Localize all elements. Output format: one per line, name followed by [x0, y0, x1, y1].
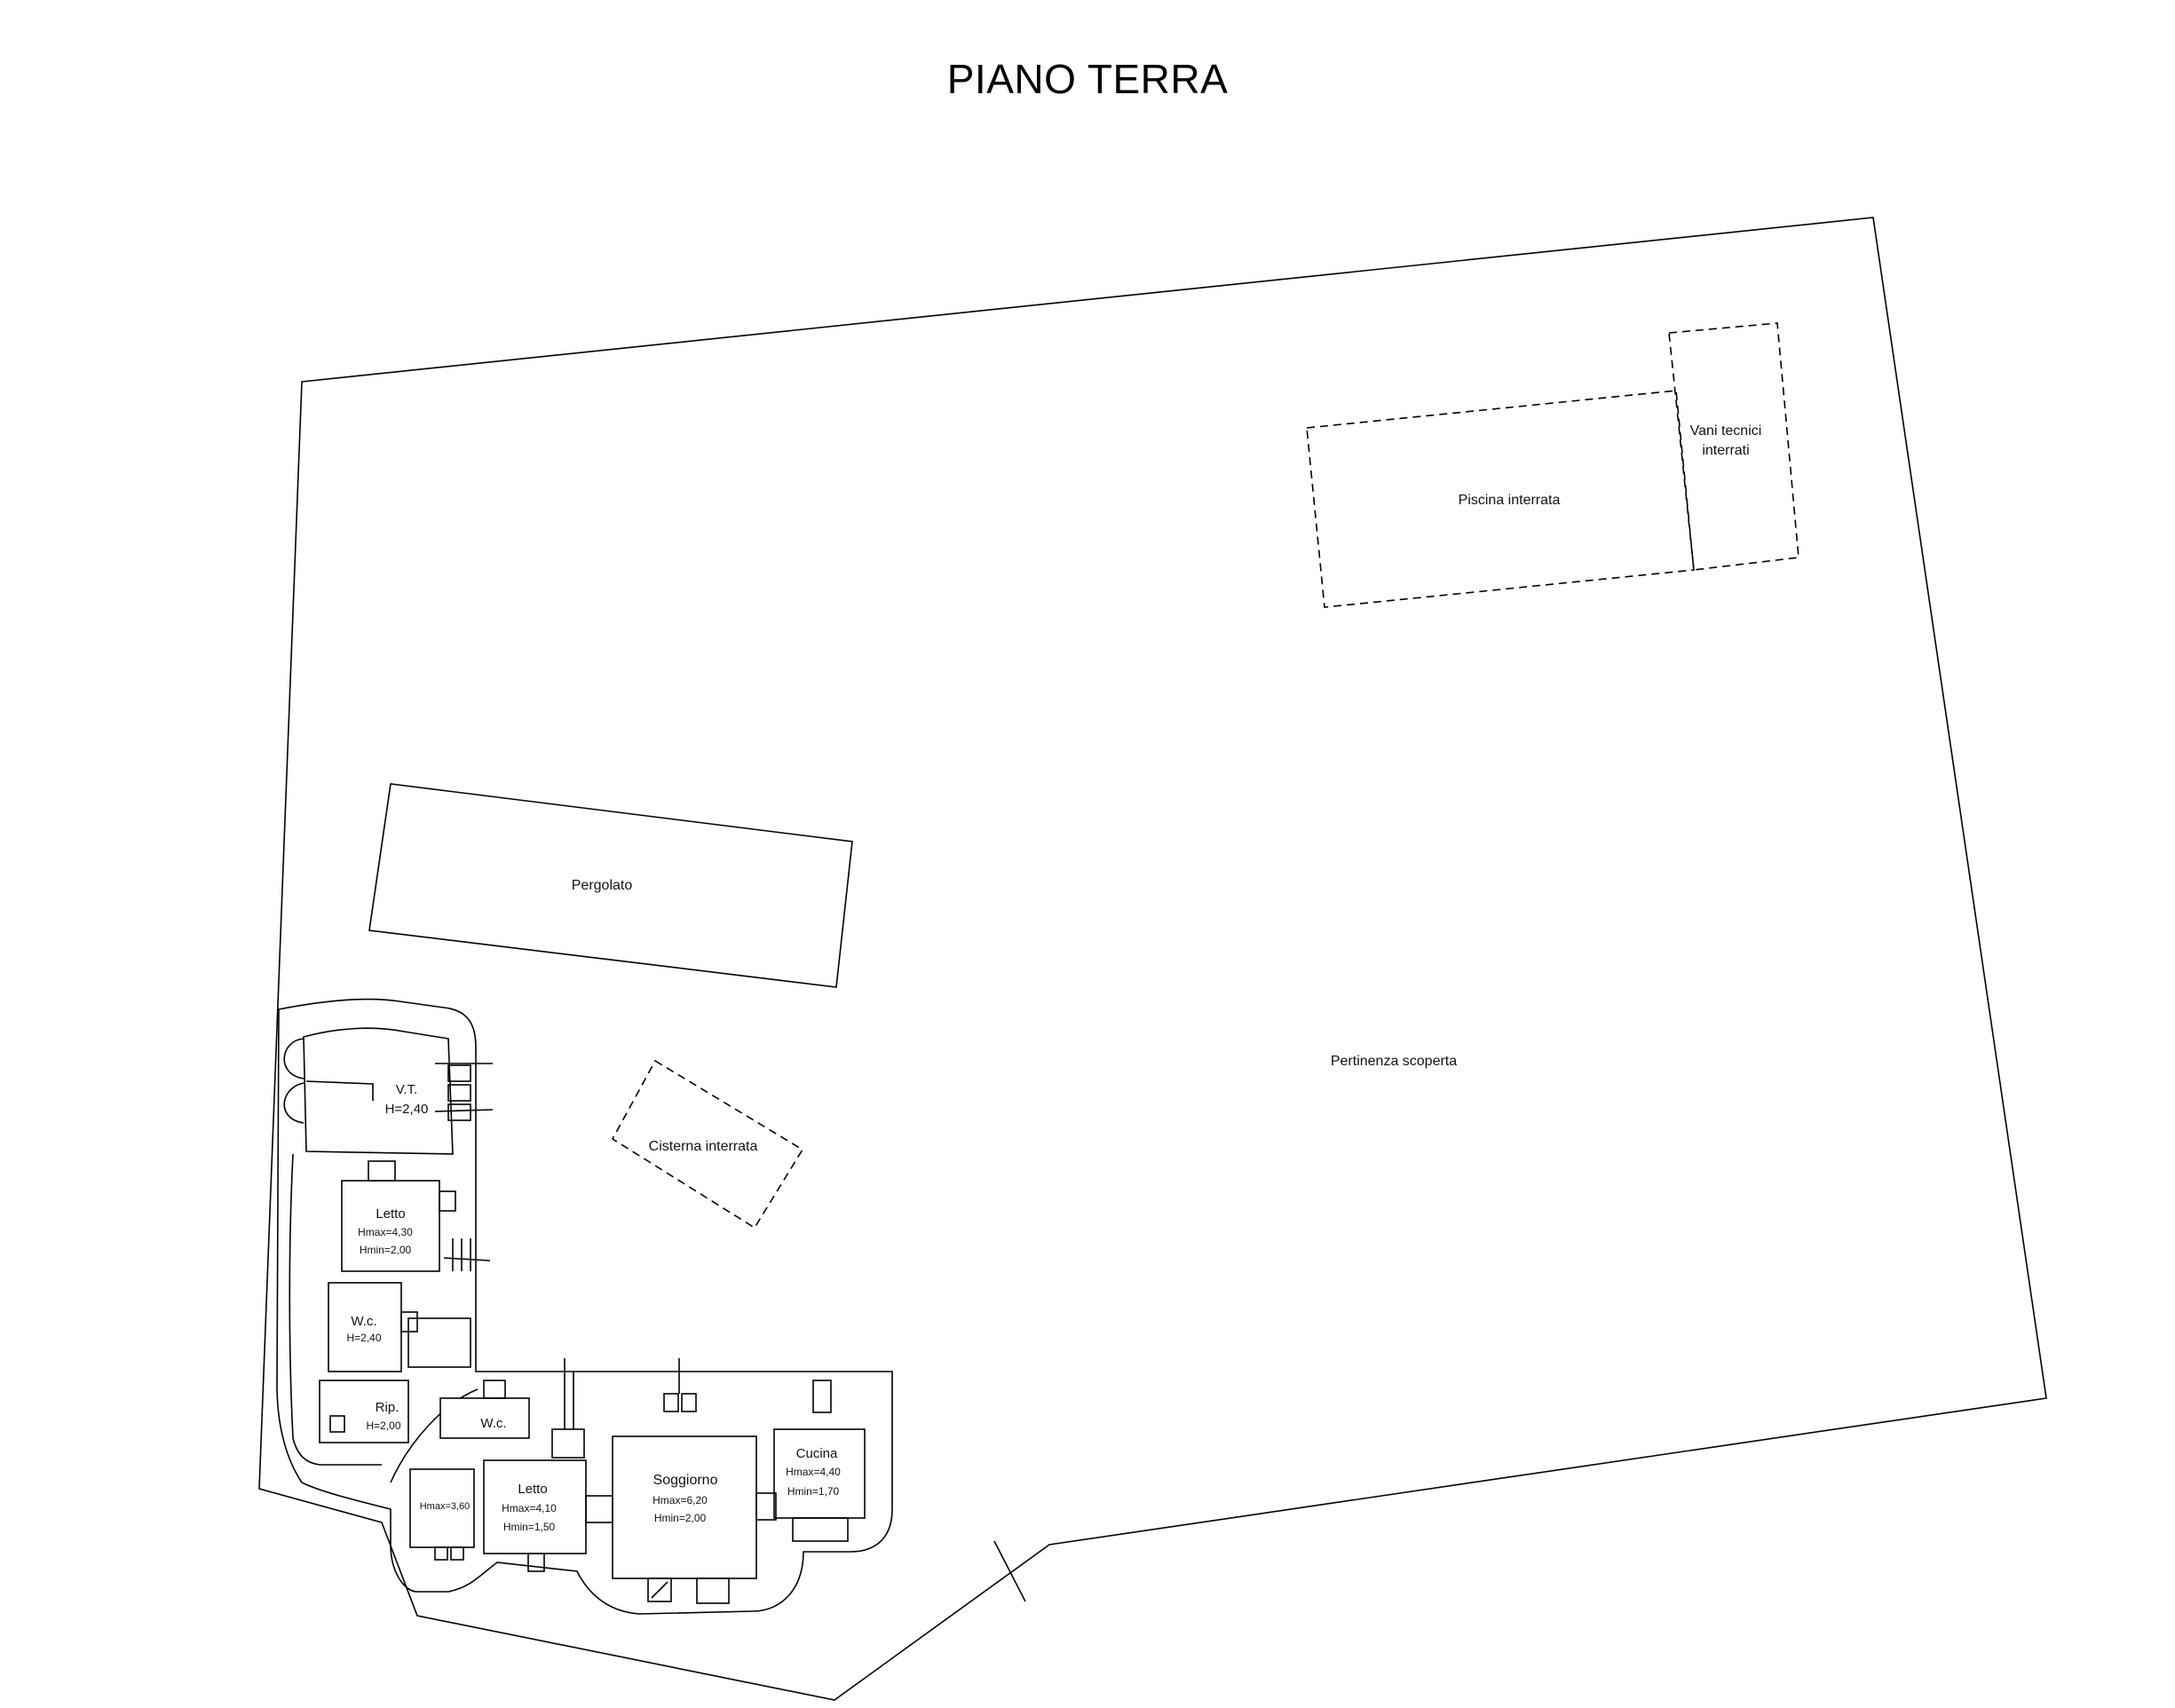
living-room-window: [696, 1578, 730, 1604]
bedroom-2-room: [483, 1459, 587, 1554]
living-room-door-top-1: [663, 1393, 679, 1412]
service-corridor: [289, 1153, 382, 1466]
label-cisterna: Cisterna interrata: [649, 1139, 758, 1154]
label-letto2-3: Hmin=1,50: [503, 1521, 556, 1533]
vt-step-2: [434, 1109, 494, 1112]
label-soggiorno-2: Hmax=6,20: [652, 1494, 708, 1506]
room-hmax-360-door-2: [450, 1546, 464, 1561]
label-pergolato: Pergolato: [572, 878, 633, 893]
label-wc1-1: W.c.: [351, 1314, 376, 1329]
label-cucina-3: Hmin=1,70: [787, 1485, 840, 1498]
kitchen-side-door: [755, 1492, 777, 1521]
label-vt-1: V.T.: [396, 1082, 417, 1097]
bathroom-1-step: [400, 1311, 418, 1332]
vt-stair-3: [447, 1103, 471, 1121]
bathroom-1-room: [328, 1282, 402, 1372]
label-cucina-1: Cucina: [796, 1446, 838, 1461]
vt-arch-2: [283, 1082, 304, 1124]
living-room-fireplace-diag: [651, 1581, 668, 1599]
living-room: [612, 1435, 757, 1579]
room-hmax-360: [409, 1468, 475, 1548]
label-letto2-2: Hmax=4,10: [502, 1502, 557, 1514]
living-room-fireplace: [647, 1578, 672, 1602]
label-letto1-1: Letto: [376, 1206, 405, 1222]
vt-room: [303, 1027, 454, 1155]
bathroom-2-room: [439, 1397, 530, 1439]
label-soggiorno-1: Soggiorno: [653, 1473, 718, 1488]
pool-outline: [1306, 390, 1695, 608]
building-inner-wall: [390, 1388, 478, 1483]
label-letto1-2: Hmax=4,30: [358, 1226, 413, 1238]
label-cucina-2: Hmax=4,40: [786, 1466, 841, 1478]
label-rip-2: H=2,00: [366, 1419, 400, 1432]
label-vani-2: interrati: [1702, 443, 1749, 458]
bedroom-1-room: [341, 1180, 440, 1272]
bathroom-1-passage: [407, 1317, 471, 1368]
vt-inner-line: [305, 1080, 374, 1101]
vt-stair-1: [447, 1064, 471, 1082]
label-vani-1: Vani tecnici: [1690, 423, 1762, 439]
bedroom-1-step-line-4: [443, 1257, 491, 1261]
building-outer-wall: [276, 998, 893, 1615]
label-pertinenza: Pertinenza scoperta: [1331, 1054, 1457, 1069]
bathroom-2-door: [483, 1380, 506, 1399]
technical-rooms-outline: [1668, 322, 1799, 571]
kitchen-bottom-window: [792, 1517, 849, 1542]
kitchen-top-window: [812, 1380, 832, 1413]
label-piscina: Piscina interrata: [1459, 493, 1561, 508]
bedroom-2-closet: [551, 1428, 585, 1459]
label-wc2-1: W.c.: [480, 1416, 506, 1431]
kitchen-room: [773, 1428, 866, 1519]
property-boundary: [258, 217, 2047, 1701]
bedroom-2-window: [527, 1553, 545, 1572]
label-letto2-1: Letto: [518, 1482, 547, 1497]
room-hmax-360-door-1: [434, 1546, 448, 1561]
vt-stair-2: [447, 1084, 471, 1102]
label-letto1-3: Hmin=2,00: [360, 1244, 412, 1256]
label-rip-1: Rip.: [376, 1400, 399, 1415]
pergola-outline: [368, 783, 853, 988]
bedroom-1-step: [439, 1190, 456, 1212]
living-room-side-door: [585, 1495, 613, 1523]
living-room-door-top-2: [681, 1393, 697, 1412]
label-wc1-2: H=2,40: [346, 1332, 381, 1344]
bedroom-1-door: [368, 1160, 396, 1182]
label-vt-2: H=2,40: [385, 1102, 429, 1117]
label-hmax360: Hmax=3,60: [420, 1501, 471, 1512]
vt-arch-1: [283, 1038, 304, 1079]
label-soggiorno-3: Hmin=2,00: [654, 1512, 707, 1524]
boundary-tick: [993, 1540, 1026, 1602]
storage-fixture: [329, 1415, 345, 1433]
drawing-title: PIANO TERRA: [946, 56, 1229, 102]
